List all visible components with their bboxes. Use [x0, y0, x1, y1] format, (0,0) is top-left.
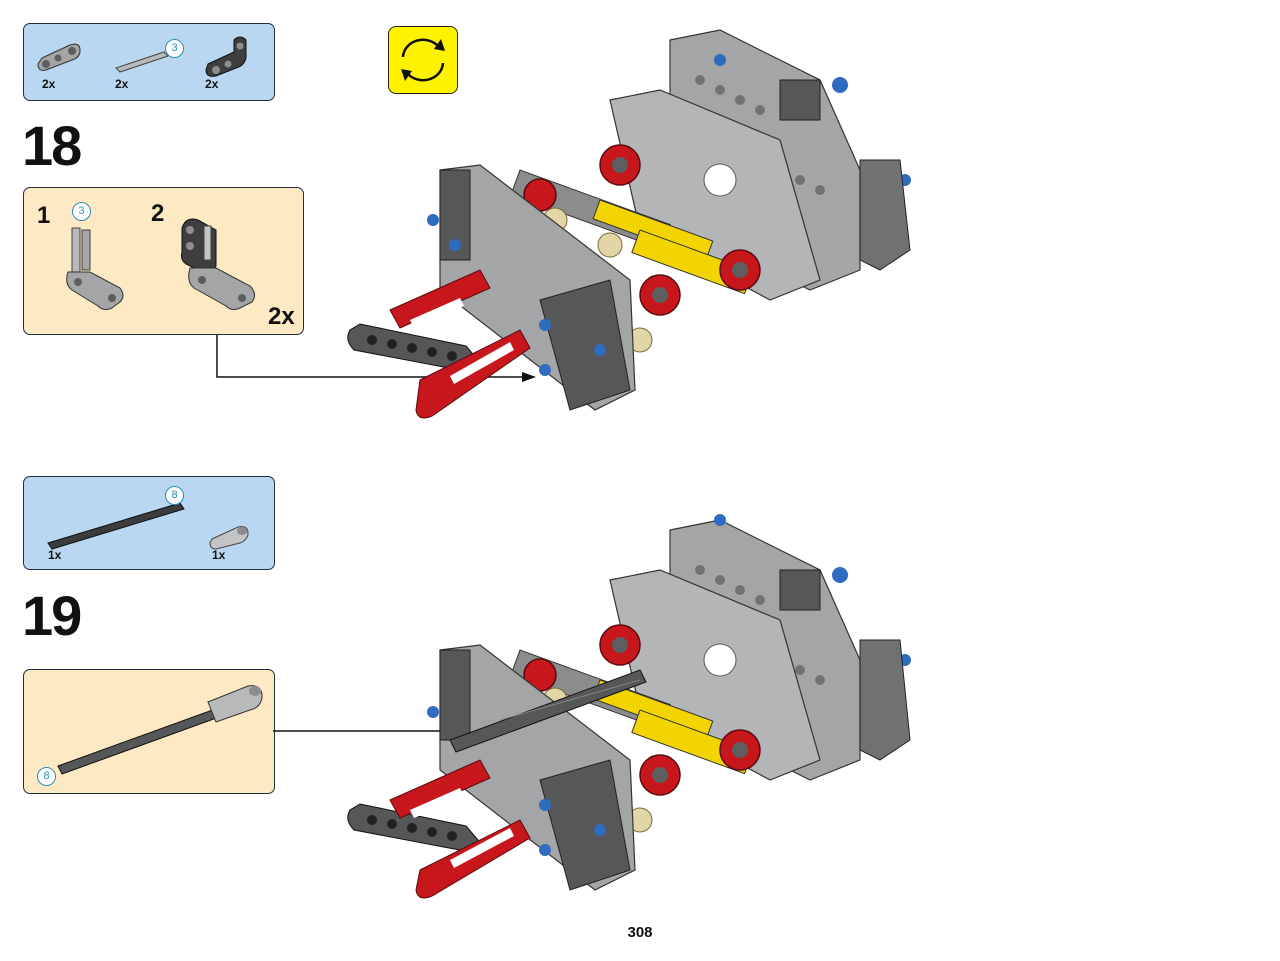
step-19-model-assembly [347, 514, 911, 899]
substep-number: 2 [151, 200, 165, 227]
part-qty: 1x [48, 548, 62, 562]
subassembly-callout-step-19: 8 [23, 669, 275, 794]
long-axle-part-icon [47, 502, 185, 550]
axle-length-badge: 8 [37, 767, 56, 786]
parts-callout-step-19: 8 1x 1x [23, 476, 275, 570]
axle-with-connector-assembly [57, 685, 263, 775]
step-number: 19 [22, 584, 82, 647]
substep-1-connector-assembly [66, 227, 124, 311]
rotate-model-icon [388, 26, 458, 94]
page-number: 308 [627, 924, 653, 941]
substep-number: 1 [37, 202, 51, 229]
part-qty: 1x [212, 548, 226, 562]
subassembly-callout-step-18: 1 3 2 2x [23, 187, 304, 335]
parts-callout-step-18: 2x 3 2x 2x [23, 23, 275, 101]
part-qty: 2x [205, 77, 219, 91]
axle-length-badge: 8 [165, 486, 184, 505]
rotate-arrows-icon [401, 38, 445, 82]
part-qty: 2x [42, 77, 56, 91]
subassembly-multiplier: 2x [268, 303, 295, 330]
substep-2-connector-assembly [181, 218, 256, 311]
step-18-model-assembly [347, 29, 911, 419]
axle-connector-part-icon [209, 526, 249, 550]
step-number: 18 [22, 114, 82, 177]
part-qty: 2x [115, 77, 129, 91]
axle-length-badge: 3 [72, 202, 91, 221]
angled-connector-part-icon [205, 36, 247, 77]
liftarm-connector-part-icon [37, 43, 81, 71]
axle-length-badge: 3 [165, 39, 184, 58]
